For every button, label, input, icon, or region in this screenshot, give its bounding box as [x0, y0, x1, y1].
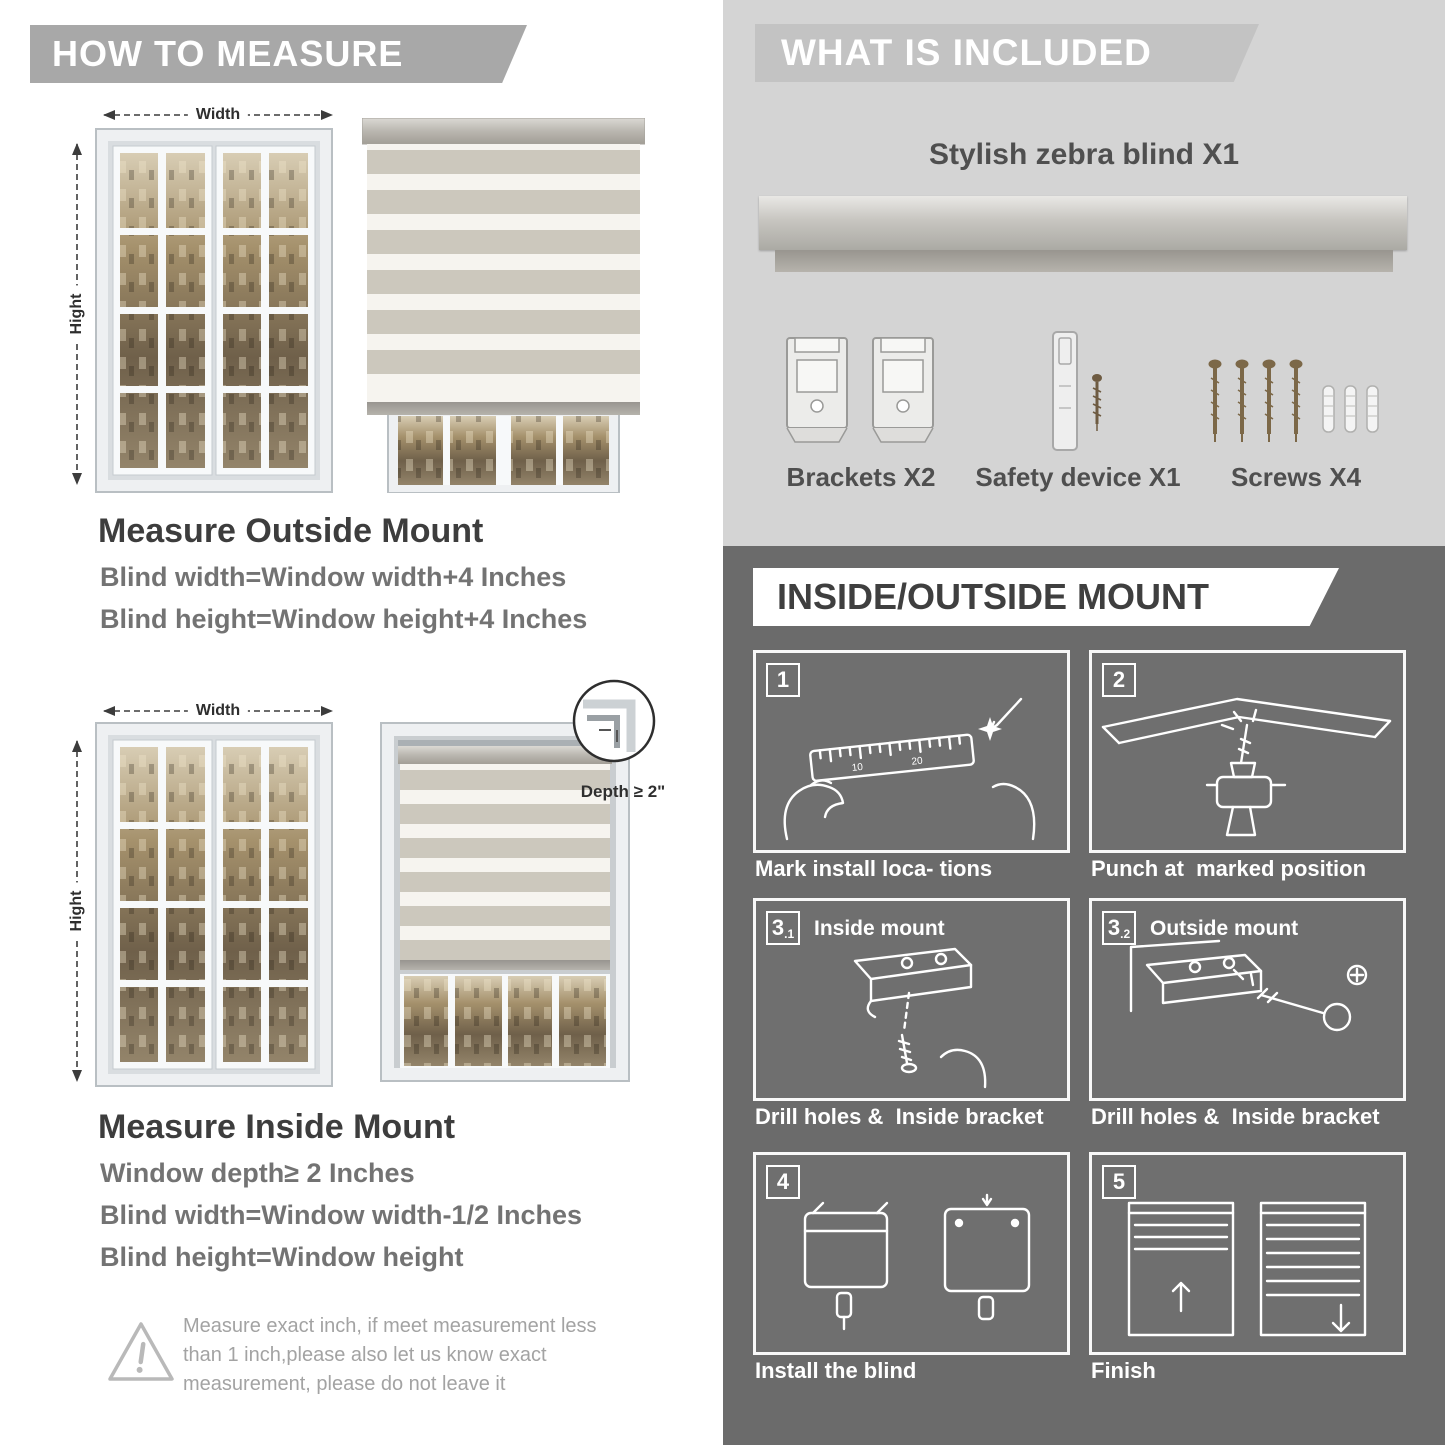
- step-caption-1: Mark install loca- tions: [755, 856, 993, 881]
- step-caption-4: Install the blind: [755, 1358, 917, 1383]
- width-arrow-outside: Width: [100, 104, 336, 126]
- mark-location-illustration: 10 20: [783, 697, 1036, 841]
- zebra-blind-headrail-lip: [775, 250, 1393, 272]
- warning-text-line3: measurement, please do not leave it: [183, 1373, 506, 1395]
- step-number-sub: .1: [784, 927, 795, 941]
- how-to-measure-panel: HOW TO MEASURE Width Hight: [30, 25, 666, 1412]
- step-number-4: 4: [766, 1165, 800, 1199]
- inside-bracket-illustration: [853, 947, 987, 1089]
- how-to-measure-header-label: HOW TO MEASURE: [52, 33, 404, 74]
- step-title-inside-mount: Inside mount: [814, 917, 945, 940]
- step-title-outside-mount: Outside mount: [1150, 917, 1299, 940]
- width-label: Width: [187, 702, 249, 720]
- height-arrow-outside: Hight: [66, 140, 88, 488]
- step-box-5: 5: [1089, 1152, 1406, 1355]
- step-box-2: 2: [1089, 650, 1406, 853]
- ruler-mark-10: 10: [851, 762, 864, 774]
- step-caption-3-2: Drill holes & Inside bracket: [1091, 1104, 1380, 1129]
- what-is-included-panel: WHAT IS INCLUDED Stylish zebra blind X1: [723, 0, 1445, 546]
- step-box-3-1: 3 .1 Inside mount: [753, 898, 1070, 1101]
- drill-ceiling-illustration: [1101, 697, 1392, 837]
- width-arrow-inside: Width: [100, 700, 336, 722]
- height-arrow-inside: Hight: [66, 737, 88, 1085]
- step-box-1: 1 10 20: [753, 650, 1070, 853]
- window-illustration: [95, 722, 333, 1087]
- step-number-text: 4: [776, 1169, 790, 1194]
- zebra-blind-label: Stylish zebra blind X1: [928, 138, 1240, 171]
- brackets-icon: [786, 337, 934, 443]
- depth-detail-icon: [572, 679, 656, 763]
- measure-warning: Measure exact inch, if meet measurement …: [105, 1312, 665, 1412]
- step-number-2: 2: [1102, 663, 1136, 697]
- what-is-included-header-label: WHAT IS INCLUDED: [781, 32, 1152, 73]
- depth-detail-circle: [571, 678, 657, 764]
- mount-guide-header-label: INSIDE/OUTSIDE MOUNT: [777, 576, 1210, 617]
- finish-illustration: [1127, 1201, 1367, 1337]
- step-number-3-1: 3 .1: [766, 911, 800, 945]
- step-number-5: 5: [1102, 1165, 1136, 1199]
- install-blind-illustration: [803, 1193, 1031, 1331]
- inside-mount-formula-2: Blind width=Window width-1/2 Inches: [100, 1200, 583, 1230]
- ruler-mark-20: 20: [911, 756, 924, 768]
- window-illustration: [95, 128, 333, 493]
- step-number-1: 1: [766, 663, 800, 697]
- step-number-text: 5: [1112, 1169, 1126, 1194]
- outside-mount-formula-2: Blind height=Window height+4 Inches: [100, 604, 588, 634]
- step-number-text: 1: [776, 667, 790, 692]
- step-number-text: 2: [1112, 667, 1126, 692]
- inside-mount-formula-3: Blind height=Window height: [100, 1242, 464, 1272]
- how-to-measure-header: HOW TO MEASURE: [30, 25, 527, 83]
- wall-anchors-icon: [1322, 385, 1379, 433]
- warning-triangle-icon: [108, 1322, 174, 1381]
- inside-mount-formula-1: Window depth≥ 2 Inches: [100, 1158, 415, 1188]
- screws-icon: [1208, 359, 1379, 442]
- warning-text-line2: than 1 inch,please also let us know exac…: [183, 1344, 547, 1366]
- outside-bracket-illustration: [1129, 939, 1368, 1032]
- safety-device-icon: [1052, 331, 1102, 451]
- outside-mount-formula-1: Blind width=Window width+4 Inches: [100, 562, 567, 592]
- height-label: Hight: [68, 285, 86, 343]
- step-box-3-2: 3 .2 Outside mount: [1089, 898, 1406, 1101]
- width-label: Width: [187, 106, 249, 124]
- safety-screw-icon: [1092, 374, 1102, 431]
- height-label: Hight: [68, 882, 86, 940]
- step-box-4: 4: [753, 1152, 1070, 1355]
- step-number-sub: .2: [1120, 927, 1131, 941]
- warning-text-line1: Measure exact inch, if meet measurement …: [183, 1315, 597, 1337]
- zebra-blind-headrail: [759, 196, 1407, 250]
- mount-guide-panel: INSIDE/OUTSIDE MOUNT 1 10 20: [723, 546, 1445, 1445]
- zebra-blind-inside-illustration: [380, 722, 630, 1082]
- step-number-text: 3: [1107, 915, 1121, 940]
- safety-device-label: Safety device X1: [975, 462, 1181, 492]
- step-number-text: 3: [771, 915, 785, 940]
- screws-label: Screws X4: [1230, 462, 1362, 492]
- what-is-included-header: WHAT IS INCLUDED: [755, 24, 1259, 82]
- step-caption-5: Finish: [1091, 1358, 1156, 1383]
- zebra-blind-outside-illustration: [362, 118, 645, 493]
- inside-mount-title: Measure Inside Mount: [98, 1108, 456, 1146]
- brackets-label: Brackets X2: [786, 462, 936, 492]
- mount-guide-header: INSIDE/OUTSIDE MOUNT: [753, 568, 1339, 626]
- step-caption-3-1: Drill holes & Inside bracket: [755, 1104, 1044, 1129]
- step-caption-2: Punch at marked position: [1091, 856, 1367, 881]
- step-number-3-2: 3 .2: [1102, 911, 1136, 945]
- outside-mount-title: Measure Outside Mount: [98, 512, 484, 550]
- depth-label: Depth ≥ 2": [580, 782, 666, 801]
